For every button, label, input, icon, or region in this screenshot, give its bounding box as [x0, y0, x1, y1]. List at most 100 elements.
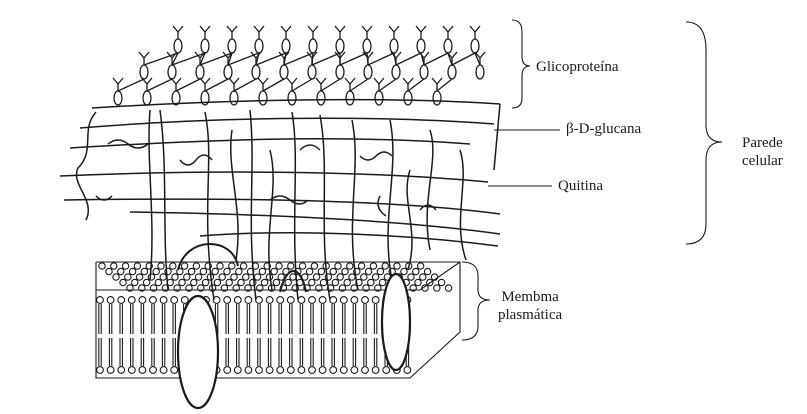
- lipid-head: [311, 263, 317, 269]
- lipid-head: [337, 274, 343, 280]
- lipid-head: [372, 274, 378, 280]
- vertical-fiber: [388, 120, 393, 280]
- glycoprotein-unit: [200, 78, 210, 105]
- glycoprotein-body: [224, 65, 232, 79]
- glycoprotein-branch: [281, 26, 291, 39]
- lipid-head: [181, 263, 187, 269]
- wall-fiber: [80, 118, 494, 128]
- lipid-head: [408, 274, 414, 280]
- lipid-head: [99, 263, 105, 269]
- glycoprotein-branch: [335, 26, 345, 39]
- vertical-fiber: [407, 170, 412, 270]
- lipid-head: [365, 268, 371, 274]
- lipid-head: [285, 279, 291, 285]
- lipid-head: [245, 297, 252, 304]
- lipid-head: [234, 367, 241, 374]
- glycoprotein-unit: [416, 26, 426, 53]
- beta-glucan-label: β-D-glucana: [566, 120, 641, 138]
- lipid-head: [236, 268, 242, 274]
- glycoprotein-unit: [307, 52, 317, 79]
- lipid-head: [240, 263, 246, 269]
- lipid-head: [330, 268, 336, 274]
- glycoprotein-body: [280, 65, 288, 79]
- plasma-membrane: [96, 244, 460, 408]
- lipid-head: [420, 274, 426, 280]
- plasma-membrane-label-line2: plasmática: [498, 306, 562, 324]
- lipid-head: [332, 279, 338, 285]
- lipid-head: [413, 268, 419, 274]
- lipid-head: [132, 279, 138, 285]
- glycoprotein-branch: [470, 26, 480, 39]
- glycoprotein-branch: [432, 78, 442, 91]
- glycoprotein-label: Glicoproteína: [536, 58, 618, 76]
- lipid-head: [287, 297, 294, 304]
- lipid-head: [290, 274, 296, 280]
- wall-fiber: [64, 199, 500, 214]
- lipid-head: [287, 367, 294, 374]
- lipid-head: [434, 285, 440, 291]
- vertical-fiber: [460, 150, 466, 260]
- lipid-head: [143, 279, 149, 285]
- fiber-squiggle: [180, 155, 212, 165]
- lipid-head: [319, 297, 326, 304]
- lipid-head: [128, 367, 135, 374]
- wall-fiber: [200, 233, 498, 246]
- lipid-head: [273, 279, 279, 285]
- lipid-head: [261, 279, 267, 285]
- lipid-head: [438, 279, 444, 285]
- glycoprotein-branch: [416, 26, 426, 39]
- glycoprotein-unit: [281, 26, 291, 53]
- membrane-protein: [178, 296, 218, 408]
- glycoprotein-body: [282, 39, 290, 53]
- lipid-head: [256, 367, 263, 374]
- glycoprotein-body: [252, 65, 260, 79]
- lipid-head: [153, 268, 159, 274]
- lipid-head: [200, 268, 206, 274]
- glycoprotein-branch: [254, 26, 264, 39]
- glycoprotein-branch: [173, 26, 183, 39]
- glycoprotein-unit: [345, 78, 355, 105]
- glycoprotein-body: [196, 65, 204, 79]
- lipid-head: [309, 367, 316, 374]
- lipid-head: [107, 297, 114, 304]
- lipid-head: [351, 297, 358, 304]
- glycoprotein-unit: [374, 78, 384, 105]
- glycoprotein-body: [390, 39, 398, 53]
- glycoprotein-unit: [113, 78, 123, 105]
- lipid-head: [226, 279, 232, 285]
- lipid-head: [277, 297, 284, 304]
- lipid-head: [377, 268, 383, 274]
- lipid-head: [417, 263, 423, 269]
- lipid-head: [136, 274, 142, 280]
- lipid-head: [309, 297, 316, 304]
- lipid-head: [128, 297, 135, 304]
- wall-fiber: [494, 104, 500, 170]
- lipid-head: [349, 274, 355, 280]
- glycoprotein-branch: [200, 26, 210, 39]
- lipid-head: [97, 297, 104, 304]
- lipid-head: [120, 279, 126, 285]
- lipid-head: [298, 297, 305, 304]
- lipid-head: [111, 263, 117, 269]
- chitin-label: Quitina: [558, 177, 603, 195]
- lipid-head: [313, 274, 319, 280]
- lipid-head: [361, 274, 367, 280]
- glycoprotein-branch: [443, 26, 453, 39]
- glycoprotein-body: [143, 91, 151, 105]
- lipid-head: [256, 297, 263, 304]
- glycoprotein-branch: [308, 26, 318, 39]
- glycoprotein-unit: [142, 78, 152, 105]
- wall-fiber: [130, 212, 500, 234]
- lipid-head: [415, 279, 421, 285]
- lipid-head: [202, 279, 208, 285]
- vertical-fiber: [427, 130, 433, 250]
- lipid-head: [160, 274, 166, 280]
- lipid-head: [266, 367, 273, 374]
- glycoprotein-body: [336, 39, 344, 53]
- lipid-head: [214, 279, 220, 285]
- lipid-head: [113, 274, 119, 280]
- lipid-head: [276, 263, 282, 269]
- glycoprotein-unit: [279, 52, 289, 79]
- lipid-head: [266, 297, 273, 304]
- lipid-head: [188, 268, 194, 274]
